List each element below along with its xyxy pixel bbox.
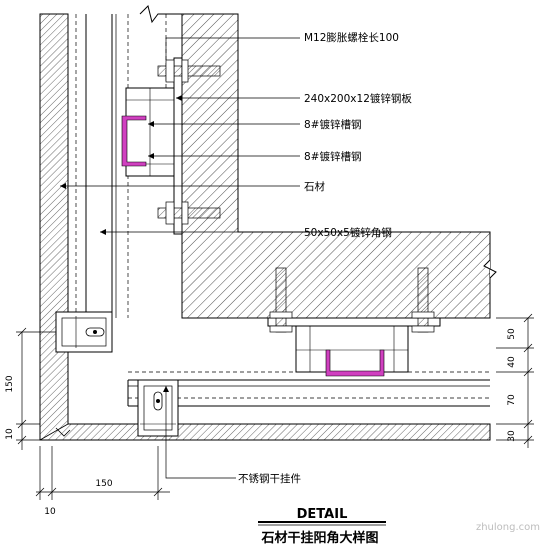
embedded-plate-vertical [125,57,183,235]
stainless-hanger-left [55,311,113,353]
dim-bottom-10: 10 [44,507,56,517]
concrete-column [139,5,497,319]
dim-right-50: 50 [507,328,517,340]
label-angle-steel: 50x50x5镀锌角钢 [304,226,392,239]
expansion-bolt-upper [157,59,221,83]
dim-right-30: 30 [507,430,517,442]
angle-steel-horizontal [127,371,490,407]
bottom-dimension-lines [35,446,170,500]
label-channel-steel-2: 8#镀锌槽钢 [304,150,361,163]
leader-lines [60,37,300,479]
dim-right-70: 70 [507,394,517,406]
dim-right-40: 40 [507,356,517,368]
dim-left-10: 10 [5,428,15,440]
stone-panel-vertical [39,13,491,441]
channel-steel-horizontal [325,349,385,377]
channel-steel-vertical [121,115,147,167]
watermark: zhulong.com [476,522,540,533]
dim-bottom-150: 150 [95,479,112,489]
stainless-hanger-bottom [137,379,179,437]
dim-left-150: 150 [5,375,15,392]
expansion-bolt-left [269,267,293,333]
label-stone: 石材 [304,180,325,193]
label-channel-steel-1: 8#镀锌槽钢 [304,118,361,131]
detail-caption: 石材干挂阳角大样图 [260,530,378,546]
embedded-plate-horizontal [267,317,441,373]
label-expansion-bolt: M12膨胀螺栓长100 [304,31,399,44]
label-stainless-hanger: 不锈钢干挂件 [238,472,301,485]
expansion-bolt-lower [157,201,221,225]
angle-steel-vertical [75,14,167,318]
label-steel-plate: 240x200x12镀锌钢板 [304,92,412,105]
right-dimension-lines [496,313,534,448]
leader-arrows [60,95,182,392]
left-dimension-lines [16,327,56,450]
detail-heading: DETAIL [297,507,348,522]
expansion-bolt-right [411,267,435,333]
